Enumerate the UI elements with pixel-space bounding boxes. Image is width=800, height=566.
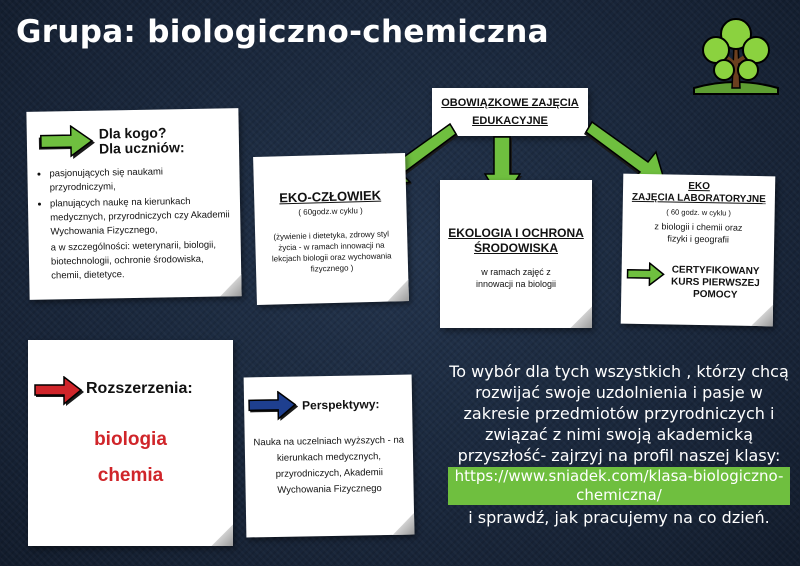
perspectives-note: Perspektywy: Nauka na uczelniach wyższyc…: [243, 374, 415, 538]
eco-lab-title-2: ZAJĘCIA LABORATORYJNE: [631, 191, 766, 206]
promo-outro: i sprawdź, jak pracujemy na co dzień.: [468, 508, 770, 527]
ecology-desc: w ramach zajęć z innowacji na biologii: [475, 267, 557, 289]
extension-subject: chemia: [97, 465, 164, 486]
arrow-right-icon: [34, 376, 84, 406]
audience-extra: a w szczególności: weterynarii, biologii…: [50, 239, 217, 282]
mandatory-label: OBOWIĄZKOWE ZAJĘCIA EDUKACYJNE: [432, 88, 588, 136]
eco-lab-cert: CERTYFIKOWANY KURS PIERWSZEJ POMOCY: [670, 264, 760, 301]
extensions-heading: Rozszerzenia:: [86, 380, 193, 397]
promo-text: To wybór dla tych wszystkich , którzy ch…: [449, 362, 789, 465]
profile-link[interactable]: https://www.sniadek.com/klasa-biologiczn…: [448, 467, 790, 505]
page-title: Grupa: biologiczno-chemiczna: [16, 14, 549, 50]
eco-human-title: EKO-CZŁOWIEK: [279, 187, 382, 206]
eco-lab-note: EKO ZAJĘCIA LABORATORYJNE ( 60 godz. w c…: [620, 173, 776, 327]
tree-icon: [693, 18, 779, 95]
arrow-right-icon: [248, 390, 299, 421]
audience-bullet: pasjonujących się naukami przyrodniczymi…: [49, 164, 231, 195]
ecology-note: EKOLOGIA I OCHRONA ŚRODOWISKA w ramach z…: [440, 180, 592, 328]
extension-subject: biologia: [94, 429, 167, 450]
eco-lab-hours: ( 60 godz. w cyklu ): [666, 207, 732, 218]
eco-lab-desc: z biologii i chemii oraz fizyki i geogra…: [654, 221, 743, 245]
eco-human-hours: ( 60godz.w cyklu ): [298, 206, 363, 217]
extensions-note: Rozszerzenia: biologia chemia: [28, 340, 233, 546]
eco-human-desc: (żywienie i dietetyka, zdrowy styl życia…: [271, 229, 392, 274]
ecology-title: EKOLOGIA I OCHRONA ŚRODOWISKA: [448, 226, 584, 255]
audience-heading-2: Dla uczniów:: [98, 139, 185, 157]
audience-note: Dla kogo? Dla uczniów: pasjonujących się…: [26, 108, 242, 300]
arrow-right-icon: [38, 124, 95, 160]
perspectives-text: Nauka na uczelniach wyższych - na kierun…: [253, 434, 405, 496]
audience-bullet: planujących naukę na kierunkach medyczny…: [50, 194, 233, 239]
promo-block: To wybór dla tych wszystkich , którzy ch…: [448, 361, 790, 528]
eco-human-note: EKO-CZŁOWIEK ( 60godz.w cyklu ) (żywieni…: [253, 153, 409, 305]
arrow-right-icon: [626, 261, 665, 287]
perspectives-heading: Perspektywy:: [301, 397, 380, 413]
